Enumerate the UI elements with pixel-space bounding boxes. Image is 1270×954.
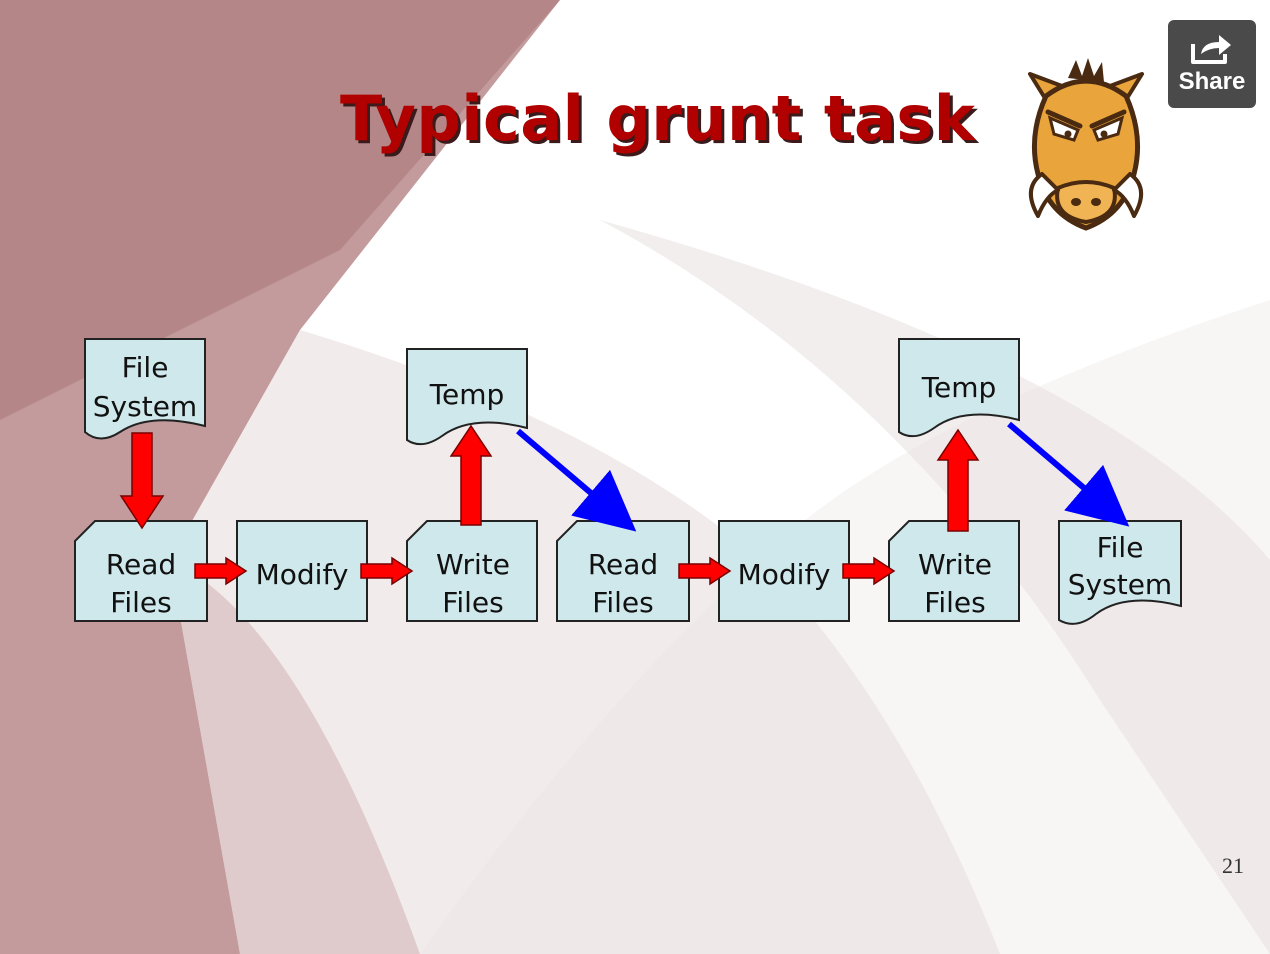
grunt-boar-logo-icon: [1028, 58, 1144, 231]
node-label-line: File: [122, 351, 169, 384]
node-label-line: Files: [442, 586, 503, 619]
node-label-line: Write: [436, 548, 510, 581]
output-file-system-node: File System: [1058, 520, 1182, 625]
arrow-filesystem-to-read: [119, 432, 165, 530]
node-label-line: Temp: [921, 371, 997, 404]
page-number: 21: [1222, 853, 1244, 878]
node-label-line: Read: [588, 548, 658, 581]
write-files-node-1: Write Files: [406, 520, 538, 622]
modify-node-1: Modify: [236, 520, 368, 622]
share-button[interactable]: Share: [1168, 20, 1256, 108]
arrow-read-to-modify-1: [194, 556, 248, 586]
arrow-read-to-modify-2: [678, 556, 732, 586]
arrow-temp-to-filesystem: [1007, 421, 1130, 527]
write-files-node-2: Write Files: [888, 520, 1020, 622]
node-label-line: Write: [918, 548, 992, 581]
node-label-line: Temp: [429, 378, 505, 411]
node-label-line: Modify: [738, 558, 831, 591]
temp-node-2: Temp: [898, 338, 1020, 438]
source-file-system-node: File System: [84, 338, 206, 440]
read-files-node-2: Read Files: [556, 520, 690, 622]
node-label-line: Read: [106, 548, 176, 581]
node-label-line: Files: [592, 586, 653, 619]
node-label-line: System: [1068, 568, 1172, 601]
node-label-line: System: [93, 390, 197, 423]
arrow-write-to-temp-2: [936, 428, 980, 532]
arrow-write-to-temp-1: [449, 424, 493, 526]
node-label-line: Modify: [256, 558, 349, 591]
arrow-modify-to-write-1: [360, 556, 414, 586]
node-label-line: Files: [924, 586, 985, 619]
arrow-modify-to-write-2: [842, 556, 896, 586]
node-label-line: File: [1097, 531, 1144, 564]
read-files-node-1: Read Files: [74, 520, 208, 622]
temp-node-1: Temp: [406, 348, 528, 446]
modify-node-2: Modify: [718, 520, 850, 622]
arrow-temp-to-read-2: [516, 428, 637, 532]
node-label-line: Files: [110, 586, 171, 619]
share-label: Share: [1178, 68, 1246, 95]
slide-title: Typical grunt task: [340, 82, 976, 155]
share-icon: [1191, 35, 1231, 64]
